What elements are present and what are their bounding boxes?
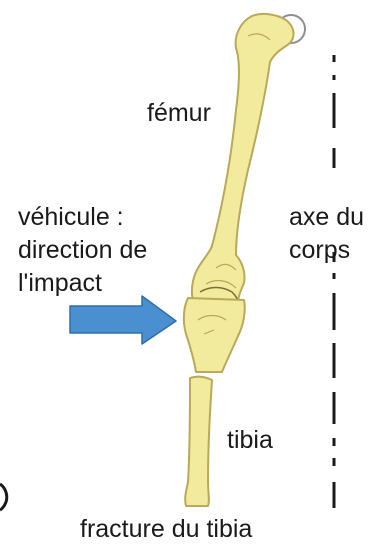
femur-shaft [192, 14, 294, 302]
fracture-label: fracture du tibia [80, 514, 252, 544]
vehicle-label-line-3: l'impact [18, 267, 147, 300]
arrow-shape [70, 296, 176, 344]
vehicle-impact-label: véhicule : direction de l'impact [18, 201, 147, 300]
body-axis-label: axe du corps [289, 201, 364, 267]
tibia-label: tibia [227, 425, 273, 455]
axis-label-line-2: corps [289, 234, 364, 267]
edge-fragment [0, 484, 7, 510]
tibia-plateau [184, 298, 245, 372]
impact-arrow [70, 296, 176, 344]
axis-label-line-1: axe du [289, 201, 364, 234]
tibia-shaft [185, 377, 212, 506]
vehicle-label-line-2: direction de [18, 234, 147, 267]
vehicle-label-line-1: véhicule : [18, 201, 147, 234]
tibia-distal [185, 377, 212, 506]
tibia-proximal [184, 298, 245, 372]
femur-label: fémur [147, 98, 211, 128]
